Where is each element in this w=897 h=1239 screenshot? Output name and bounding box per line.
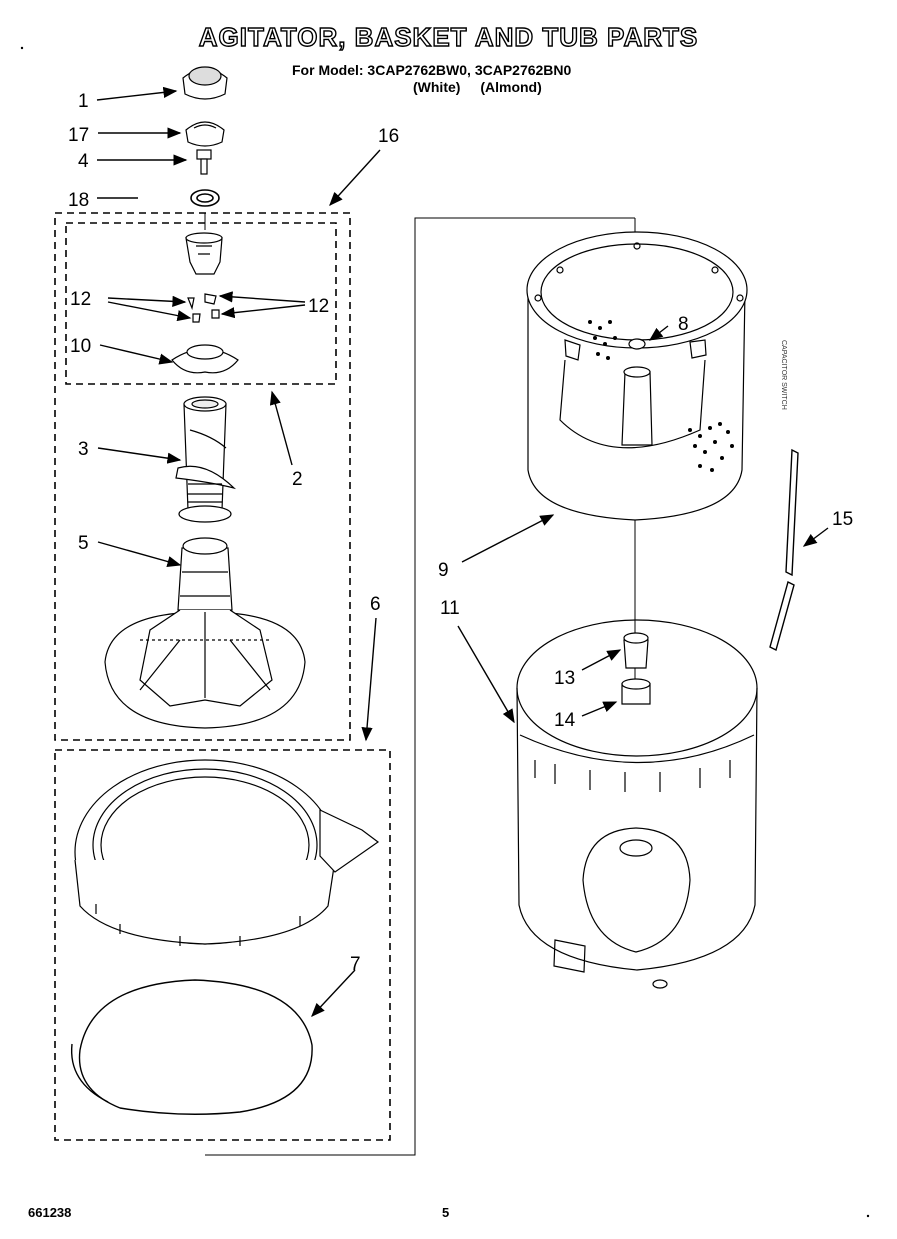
callout-8: 8: [678, 314, 689, 335]
model-numbers: For Model: 3CAP2762BW0, 3CAP2762BN0: [292, 62, 572, 78]
part-3-auger-barrel: [175, 396, 237, 523]
group-6-box: [54, 749, 391, 1141]
callout-16: 16: [378, 126, 399, 147]
callout-5: 5: [78, 533, 89, 554]
part-2-cam-assembly: [171, 232, 239, 374]
callout-12-left: 12: [70, 289, 91, 310]
part-4-bolt: [196, 149, 212, 175]
callout-12-right: 12: [308, 296, 329, 317]
callout-3: 3: [78, 439, 89, 460]
color-almond: (Almond): [480, 79, 542, 95]
callout-6: 6: [370, 594, 381, 615]
part-1-agitator-cap: [182, 66, 228, 100]
callout-15: 15: [832, 509, 853, 530]
part-17-retainer: [185, 121, 225, 147]
part-18-washer: [190, 189, 220, 207]
guide-line-left: [205, 217, 635, 1156]
page-title: AGITATOR, BASKET AND TUB PARTS: [198, 21, 699, 52]
callout-17: 17: [68, 125, 89, 146]
part-11-tub: [516, 619, 758, 989]
callout-11: 11: [440, 598, 460, 619]
part-9-basket: [526, 231, 748, 521]
color-white: (White): [413, 79, 461, 95]
document-number: 661238: [28, 1205, 72, 1220]
model-colors: (White) (Almond): [413, 79, 558, 95]
part-5-agitator-base: [104, 537, 306, 729]
callout-10: 10: [70, 336, 91, 357]
part-15-hose: [769, 448, 799, 652]
part-6-tub-ring: [74, 759, 380, 946]
group-16-box: [54, 212, 351, 741]
part-7-tub-ring-seal: [70, 979, 313, 1115]
callout-13: 13: [554, 668, 575, 689]
part-13-seal: [623, 632, 649, 669]
callout-4: 4: [78, 151, 89, 172]
callout-9: 9: [438, 560, 449, 581]
callout-14: 14: [554, 710, 576, 731]
part-14-hub: [621, 678, 651, 705]
callout-18: 18: [68, 190, 89, 211]
page-number: 5: [442, 1205, 450, 1220]
group-2-box: [65, 222, 337, 385]
callout-7: 7: [350, 954, 361, 975]
callout-2: 2: [292, 469, 303, 490]
callout-1: 1: [78, 91, 89, 112]
